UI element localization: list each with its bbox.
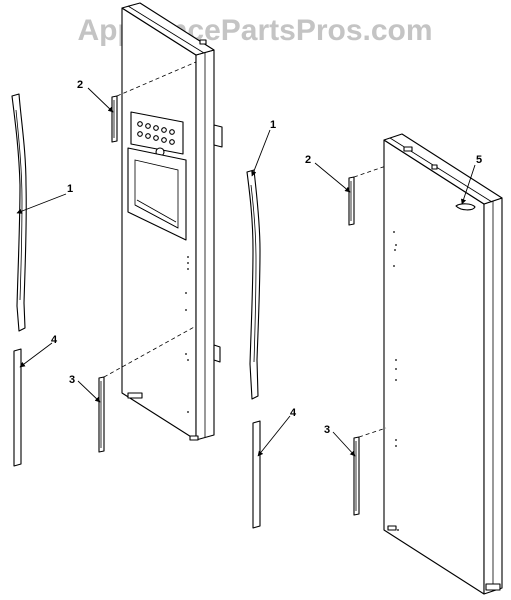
dispenser-cavity bbox=[127, 147, 187, 241]
callout-left-top-trim: 2 bbox=[77, 79, 83, 91]
callout-right-strip: 4 bbox=[290, 407, 297, 419]
fresh-food-door-top-trim bbox=[348, 176, 355, 226]
callout-right-bottom-trim: 3 bbox=[324, 424, 330, 436]
fresh-food-door-bottom-trim bbox=[353, 436, 360, 516]
freezer-door bbox=[121, 2, 223, 441]
fresh-food-door bbox=[383, 133, 503, 595]
freezer-door-top-trim bbox=[111, 95, 118, 143]
fresh-food-door-strip bbox=[252, 420, 261, 529]
fresh-food-door-handle bbox=[246, 169, 261, 400]
callout-left-strip: 4 bbox=[51, 334, 58, 346]
callout-right-cap: 5 bbox=[476, 154, 482, 166]
freezer-door-handle bbox=[11, 93, 27, 332]
callout-right-handle: 1 bbox=[270, 119, 276, 131]
callout-left-handle: 1 bbox=[67, 183, 73, 195]
freezer-door-strip bbox=[13, 348, 22, 467]
callout-left-bottom-trim: 3 bbox=[69, 374, 75, 386]
freezer-door-bottom-trim bbox=[98, 376, 105, 453]
callout-right-top-trim: 2 bbox=[305, 154, 311, 166]
